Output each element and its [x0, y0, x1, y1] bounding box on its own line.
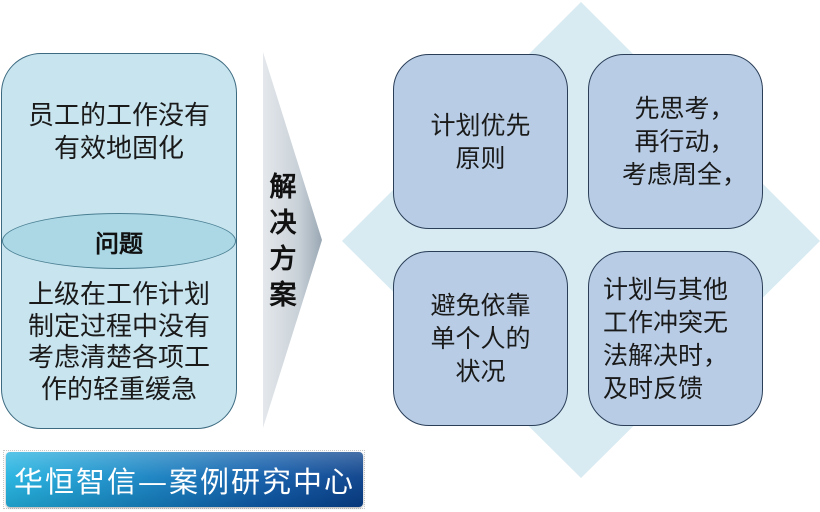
problem-description-top: 员工的工作没有 有效地固化 — [1, 100, 237, 166]
arrow-label-char: 方 — [269, 244, 297, 275]
chevron-right-arrow-icon — [263, 52, 322, 428]
solution-line: 先思考， — [634, 94, 735, 123]
solution-avoid-single-dependency: 避免依靠 单个人的 状况 — [393, 251, 568, 426]
solution-arrow-label: 解 决 方 案 — [266, 170, 300, 314]
arrow-label-char: 解 — [269, 172, 297, 203]
solution-line: 原则 — [455, 143, 506, 173]
problem-top-line: 员工的工作没有 — [27, 101, 210, 131]
solution-line: 考虑周全， — [621, 160, 747, 189]
solution-line: 再行动， — [634, 127, 735, 156]
arrow-label-char: 决 — [269, 208, 297, 239]
solution-line: 法解决时， — [603, 340, 729, 370]
footer-banner: 华恒智信—案例研究中心 — [6, 452, 363, 507]
footer-banner-frame — [3, 450, 365, 509]
problem-bottom-line: 考虑清楚各项工 — [27, 343, 210, 373]
problem-bottom-line: 制定过程中没有 — [27, 311, 210, 342]
solution-timely-feedback: 计划与其他 工作冲突无 法解决时， 及时反馈 — [588, 251, 763, 426]
solution-line: 计划与其他 — [603, 274, 729, 304]
arrow-label-char: 案 — [269, 280, 297, 311]
problem-bottom-line: 上级在工作计划 — [27, 280, 210, 310]
solution-think-first: 先思考， 再行动， 考虑周全， — [588, 54, 763, 229]
problem-description-bottom: 上级在工作计划 制定过程中没有 考虑清楚各项工 作的轻重缓急 — [1, 280, 237, 406]
solution-line: 单个人的 — [430, 324, 531, 353]
solution-line: 工作冲突无 — [603, 307, 729, 337]
solution-line: 计划优先 — [430, 110, 531, 140]
problem-top-line: 有效地固化 — [53, 134, 184, 164]
problem-bottom-line: 作的轻重缓急 — [40, 374, 197, 405]
solution-plan-priority: 计划优先 原则 — [393, 54, 568, 229]
footer-banner-text: 华恒智信—案例研究中心 — [13, 464, 355, 499]
solution-line: 状况 — [455, 357, 506, 386]
solution-line: 及时反馈 — [603, 373, 704, 403]
solution-line: 避免依靠 — [430, 291, 531, 320]
problem-label: 问题 — [95, 229, 143, 258]
problem-label-pill: 问题 — [2, 213, 236, 269]
